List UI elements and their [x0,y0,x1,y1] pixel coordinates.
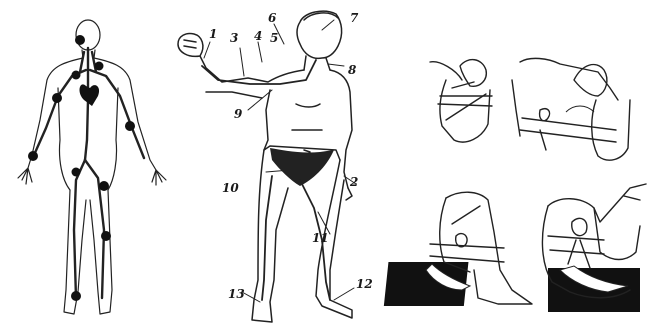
pressure-point-dot [101,231,111,241]
label-7: 7 [350,11,359,25]
elbow-flexion-figure [512,58,630,160]
label-4: 4 [254,29,262,43]
pressure-point-numbered-figure: 1 2 3 4 5 6 7 8 9 10 11 12 13 [178,11,373,322]
middle-artery-lines [202,60,330,300]
label-9: 9 [234,107,243,121]
pressure-point-dot [72,71,81,80]
hip-floor-block [548,268,640,312]
label-11: 11 [312,231,329,245]
pressure-point-dot [95,62,104,71]
artery-lines [34,48,144,298]
body-outline-left [18,20,166,314]
label-10: 10 [222,181,239,195]
label-13: 13 [228,287,245,301]
pressure-point-dot [72,168,81,177]
briefs-shading [270,148,334,186]
pressure-point-dot [125,121,135,131]
pressure-point-dot [28,151,38,161]
label-8: 8 [348,63,357,77]
pressure-point-dot [52,93,62,103]
knee-flexion-figure [384,192,532,306]
limb-flexion-method-figures [384,58,646,312]
wrist-flexion-figure [430,60,492,142]
label-1: 1 [209,27,217,41]
heart-icon [80,84,100,106]
elbow-shirt-fold [566,106,594,112]
label-2: 2 [349,175,358,189]
label-12: 12 [356,277,373,291]
label-6: 6 [268,11,277,25]
pressure-point-dot [99,181,109,191]
pressure-point-dot [75,35,85,45]
label-3: 3 [230,31,238,45]
pressure-point-dot [71,291,81,301]
label-5: 5 [270,31,278,45]
circulatory-system-figure [18,20,166,314]
hip-flexion-figure [542,184,646,312]
